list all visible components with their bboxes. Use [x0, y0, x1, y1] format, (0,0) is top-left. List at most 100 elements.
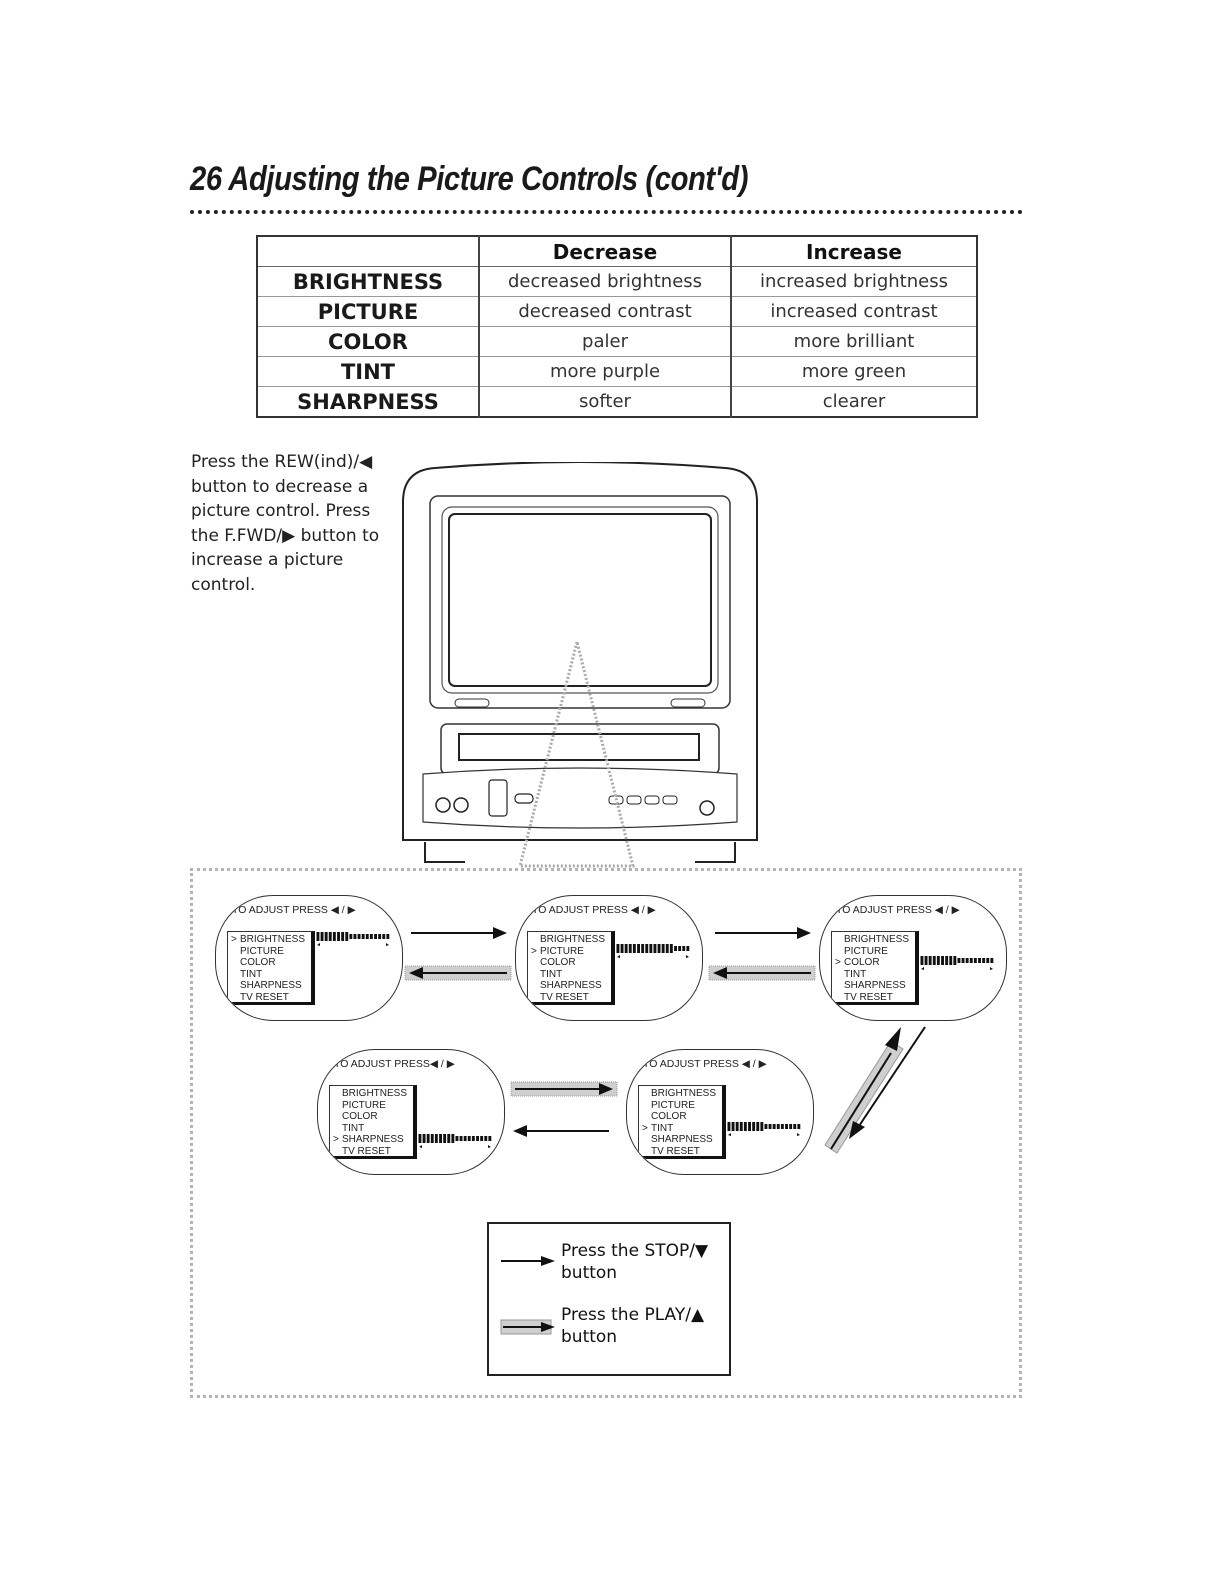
menu-item-color: COLOR [540, 957, 576, 968]
level-segment-empty [488, 1136, 492, 1141]
level-segment-filled [953, 956, 957, 965]
stop-arrow-5-4 [513, 1125, 609, 1137]
menu-item-tint: TINT [240, 968, 263, 980]
menu-item-brightness: BRIGHTNESS [342, 1088, 408, 1099]
level-segment-filled [616, 944, 620, 953]
cell-increase: increased contrast [731, 296, 977, 327]
level-segment-filled [620, 944, 624, 953]
level-segment-filled [328, 932, 332, 941]
level-segment-filled [936, 956, 940, 965]
level-segment-empty [361, 934, 365, 939]
level-bar [616, 944, 690, 958]
picture-controls-table: Decrease Increase BRIGHTNESS decreased b… [256, 235, 978, 418]
cell-increase: more brilliant [731, 326, 977, 357]
menu-item-sharpness: SHARPNESS [240, 980, 302, 991]
level-segment-empty [365, 934, 369, 939]
level-segment-filled [665, 944, 669, 953]
level-segment-empty [349, 934, 353, 939]
level-segment-empty [961, 958, 965, 963]
tv-vcr-icon [402, 462, 758, 868]
stop-arrow-1-2 [411, 927, 507, 939]
level-segment-filled [320, 932, 324, 941]
table-row: SHARPNESS softer clearer [257, 386, 977, 418]
menu-item-tv-reset: TV RESET [844, 991, 893, 1003]
cell-increase: increased brightness [731, 266, 977, 297]
level-segment-filled [645, 944, 649, 953]
level-segment-filled [345, 932, 349, 941]
level-segment-empty [369, 934, 373, 939]
level-segment-empty [678, 946, 682, 951]
osd-header: TO ADJUST PRESS ◀ / ▶ [643, 1058, 767, 1070]
level-bar [920, 956, 994, 970]
level-segment-empty [768, 1124, 772, 1129]
legend-play-text: Press the PLAY/▲ button [561, 1305, 705, 1347]
level-bar-graphic [418, 1134, 492, 1148]
level-segment-filled [920, 956, 924, 965]
level-segment-empty [969, 958, 973, 963]
fast-forward-icon [990, 967, 993, 970]
level-segment-filled [332, 932, 336, 941]
level-segment-empty [378, 934, 382, 939]
rewind-icon [921, 967, 924, 970]
legend-stop-text: Press the STOP/▼ button [561, 1241, 709, 1283]
level-segment-empty [793, 1124, 797, 1129]
legend-row-play: Press the PLAY/▲ button [497, 1304, 725, 1354]
menu-item-brightness: BRIGHTNESS [844, 934, 910, 945]
level-segment-filled [735, 1122, 739, 1131]
level-segment-empty [772, 1124, 776, 1129]
row-label-sharpness: SHARPNESS [257, 386, 480, 418]
menu-item-tint: TINT [540, 968, 563, 980]
level-segment-empty [353, 934, 357, 939]
level-bar-graphic [316, 932, 390, 946]
stop-arrow-3-5 [849, 1026, 926, 1139]
level-segment-filled [727, 1122, 731, 1131]
table-header-corner [257, 236, 480, 267]
level-segment-empty [686, 946, 690, 951]
level-segment-filled [739, 1122, 743, 1131]
row-label-tint: TINT [257, 356, 480, 387]
level-segment-empty [471, 1136, 475, 1141]
row-label-brightness: BRIGHTNESS [257, 266, 480, 297]
osd-menu: BRIGHTNESS PICTURE COLOR TINT SHARPNESS … [329, 1085, 417, 1159]
play-arrow-3-2 [708, 965, 816, 981]
level-segment-empty [455, 1136, 459, 1141]
cell-decrease: decreased contrast [479, 296, 732, 327]
level-segment-filled [653, 944, 657, 953]
level-segment-filled [628, 944, 632, 953]
level-segment-filled [928, 956, 932, 965]
menu-item-brightness: BRIGHTNESS [540, 934, 606, 945]
level-segment-filled [624, 944, 628, 953]
table-row: COLOR paler more brilliant [257, 326, 977, 357]
level-segment-empty [978, 958, 981, 963]
menu-item-picture: PICTURE [240, 945, 284, 957]
level-segment-filled [447, 1134, 451, 1143]
menu-item-tint: TINT [642, 1123, 722, 1135]
osd-header: TO ADJUST PRESS ◀ / ▶ [836, 904, 960, 916]
level-bar-graphic [920, 956, 994, 970]
level-segment-empty [785, 1124, 788, 1129]
level-segment-filled [324, 932, 328, 941]
cell-increase: more green [731, 356, 977, 387]
osd-screen-brightness: TO ADJUST PRESS ◀ / ▶ BRIGHTNESS PICTURE… [215, 895, 403, 1021]
level-segment-filled [426, 1134, 430, 1143]
cell-increase: clearer [731, 386, 977, 418]
row-label-picture: PICTURE [257, 296, 480, 327]
osd-screen-color: TO ADJUST PRESS ◀ / ▶ BRIGHTNESS PICTURE… [819, 895, 1007, 1021]
level-segment-filled [756, 1122, 760, 1131]
menu-item-sharpness: SHARPNESS [844, 980, 906, 991]
menu-item-brightness: BRIGHTNESS [231, 934, 311, 946]
table-header-decrease: Decrease [479, 236, 732, 267]
menu-item-picture: PICTURE [844, 945, 888, 957]
level-bar-graphic [727, 1122, 801, 1136]
level-segment-filled [949, 956, 953, 965]
rewind-icon [617, 955, 620, 958]
level-segment-filled [661, 944, 665, 953]
fast-forward-icon [797, 1133, 800, 1136]
level-segment-filled [669, 944, 673, 953]
level-segment-filled [341, 932, 345, 941]
osd-screen-tint: TO ADJUST PRESS ◀ / ▶ BRIGHTNESS PICTURE… [626, 1049, 814, 1175]
level-segment-empty [374, 934, 377, 939]
level-segment-filled [649, 944, 653, 953]
cell-decrease: softer [479, 386, 732, 418]
level-segment-empty [382, 934, 386, 939]
